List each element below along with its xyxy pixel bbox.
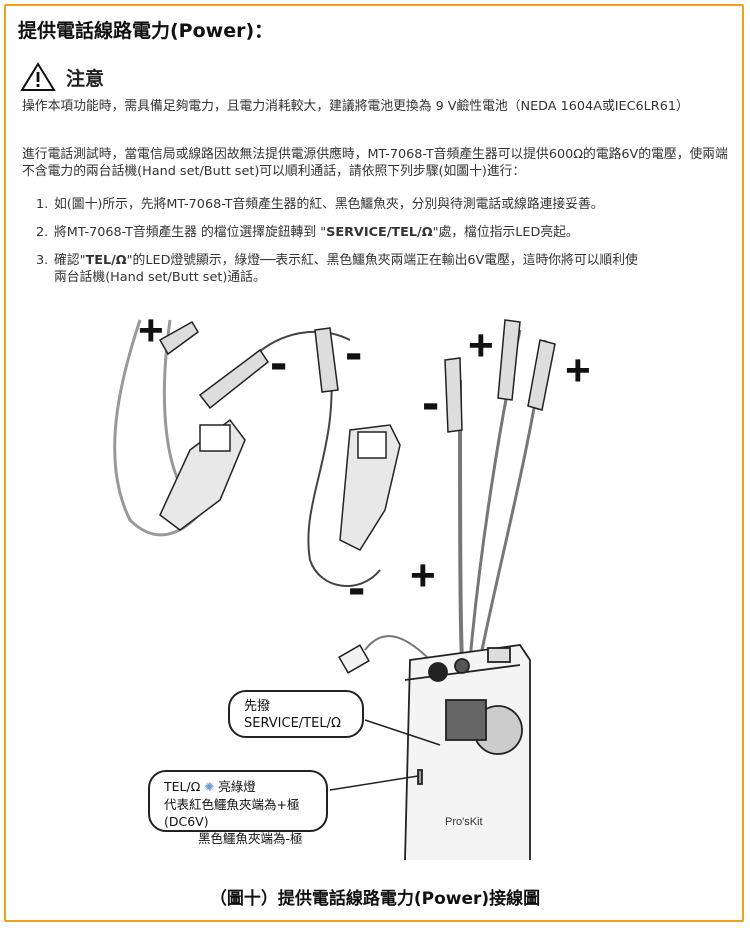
callout-line: SERVICE/TEL/Ω: [244, 716, 341, 731]
callout-line: 先撥: [244, 699, 271, 714]
callout-line: 黑色鱷魚夾端為-極: [198, 831, 303, 846]
paragraph-battery: 操作本項功能時，需具備足夠電力，且電力消耗較大，建議將電池更換為 9 V鹼性電池…: [22, 99, 689, 114]
callout-line: TEL/Ω ✺ 亮綠燈: [164, 779, 256, 794]
callout-select-mode: 先撥 SERVICE/TEL/Ω: [228, 690, 364, 738]
step-number: 3.: [36, 253, 49, 268]
warning-header: 注意: [20, 62, 104, 92]
polarity-plus-2: +: [468, 321, 494, 370]
wiring-diagram: Pro'sKit + - - + + - - +: [113, 306, 591, 860]
polarity-minus-1: -: [270, 334, 287, 392]
step-1: 1. 如(圖十)所示，先將MT-7068-T音頻產生器的紅、黑色鱷魚夾，分別與待測…: [36, 196, 736, 213]
warning-label: 注意: [66, 67, 105, 90]
polarity-minus-2: -: [345, 324, 362, 382]
callout-line: 代表紅色鱷魚夾端為+極(DC6V): [164, 797, 300, 829]
tone-generator-device: [404, 644, 531, 860]
figure-caption: （圖十）提供電話線路電力(Power)接線圖: [209, 889, 541, 909]
step-number: 2.: [36, 225, 49, 240]
step-text-continued: 兩台話機(Hand set/Butt set)通話。: [54, 270, 266, 285]
handset-left: [159, 418, 246, 531]
step-text-post: "的LED燈號顯示，綠燈──表示紅、黑色鱷魚夾兩端正在輸出6V電壓，這時你將可以…: [126, 253, 638, 268]
step-text-pre: 確認": [54, 253, 86, 268]
page-border: [4, 4, 744, 922]
handset-right: [339, 424, 401, 551]
polarity-plus-3: +: [565, 346, 591, 395]
step-number: 1.: [36, 197, 49, 212]
step-3: 3. 確認"TEL/Ω"的LED燈號顯示，綠燈──表示紅、黑色鱷魚夾兩端正在輸出6…: [36, 252, 736, 286]
paragraph-intro: 進行電話測試時，當電信局或線路因故無法提供電源供應時，MT-7068-T音頻產生…: [22, 147, 728, 179]
polarity-minus-4: -: [348, 559, 365, 617]
polarity-plus-4: +: [410, 551, 436, 600]
step-text-post: "處，檔位指示LED亮起。: [432, 225, 579, 240]
led-icon: ✺: [204, 780, 215, 794]
step-text: 如(圖十)所示，先將MT-7068-T音頻產生器的紅、黑色鱷魚夾，分別與待測電話…: [54, 197, 604, 212]
polarity-plus-1: +: [138, 306, 164, 355]
device-brand: Pro'sKit: [445, 816, 483, 828]
step-text-pre: 將MT-7068-T音頻產生器 的檔位選擇旋鈕轉到 ": [54, 225, 327, 240]
step-2: 2. 將MT-7068-T音頻產生器 的檔位選擇旋鈕轉到 "SERVICE/TEL…: [36, 224, 736, 241]
rj11-plug: [338, 644, 370, 674]
polarity-minus-3: -: [422, 374, 439, 432]
warning-triangle-icon: [20, 62, 56, 91]
step-text-bold: TEL/Ω: [85, 253, 127, 268]
page-title: 提供電話線路電力(Power)：: [18, 20, 274, 42]
step-text-bold: SERVICE/TEL/Ω: [326, 225, 433, 240]
callout-led-status: TEL/Ω ✺ 亮綠燈 代表紅色鱷魚夾端為+極(DC6V) 黑色鱷魚夾端為-極: [148, 770, 328, 846]
